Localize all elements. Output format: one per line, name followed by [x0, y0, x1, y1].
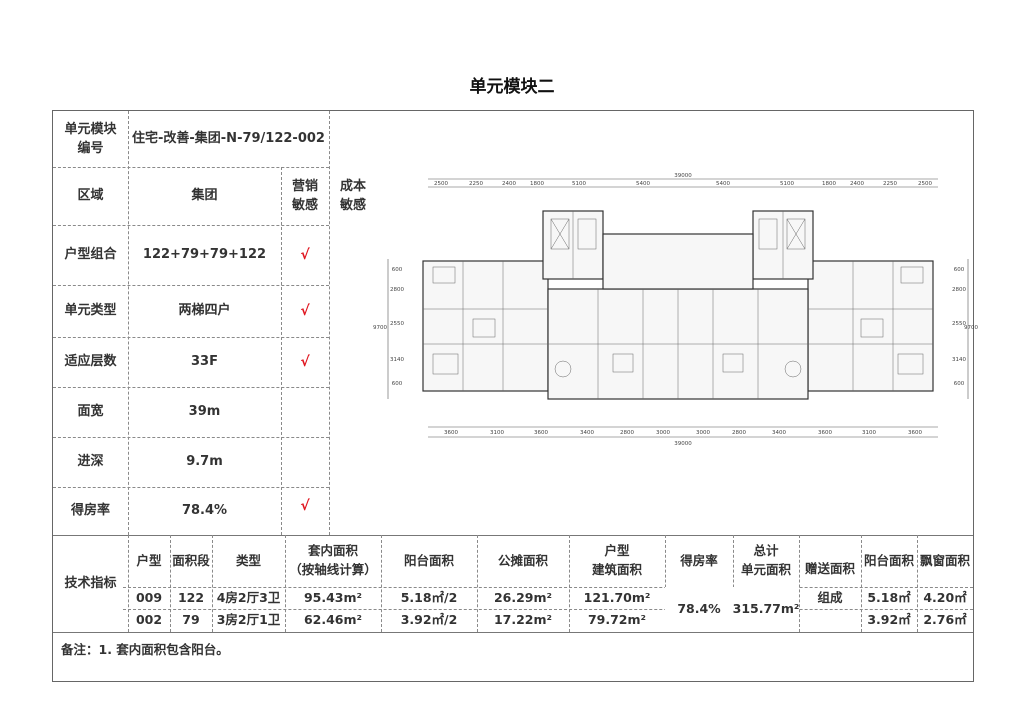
header-building-area: 户型 建筑面积 — [591, 543, 642, 577]
header-total: 总计 单元面积 — [740, 543, 791, 577]
header-gift-window: 飘窗面积 — [919, 552, 970, 568]
header-inner-area: 套内面积 （按轴线计算） — [289, 543, 377, 577]
row2-unit: 002 — [135, 612, 163, 628]
row2-building: 79.72m² — [587, 612, 647, 628]
svg-text:2500: 2500 — [434, 181, 448, 187]
cost-sensitive-header: 成本 敏感 — [339, 178, 366, 214]
row1-type: 4房2厅3卫 — [216, 589, 281, 605]
svg-text:600: 600 — [392, 267, 403, 273]
floor-plan-drawing: 39000 2500 2250 2400 1800 5100 5400 5400… — [373, 173, 978, 447]
svg-text:3600: 3600 — [534, 430, 548, 436]
row2-gift-window: 2.76㎡ — [923, 612, 967, 628]
row1-inner: 95.43m² — [303, 589, 363, 605]
width-value: 39m — [188, 404, 221, 420]
unit-type-label: 单元类型 — [64, 303, 117, 319]
header-balcony: 阳台面积 — [403, 552, 454, 568]
combo-value: 122+79+79+122 — [142, 247, 267, 263]
row2-gift-balcony: 3.92㎡ — [867, 612, 911, 628]
region-value: 集团 — [191, 188, 218, 204]
width-label: 面宽 — [77, 404, 104, 420]
row2-shared: 17.22m² — [493, 612, 553, 628]
svg-text:3400: 3400 — [580, 430, 594, 436]
unit-type-value: 两梯四户 — [178, 303, 231, 319]
svg-text:2250: 2250 — [883, 181, 897, 187]
svg-text:600: 600 — [392, 381, 403, 387]
depth-label: 进深 — [77, 454, 104, 470]
tech-label: 技术指标 — [64, 575, 117, 591]
svg-text:2800: 2800 — [732, 430, 746, 436]
marketing-sensitive-header: 营销 敏感 — [291, 178, 318, 214]
floors-label: 适应层数 — [64, 354, 117, 370]
svg-text:2800: 2800 — [620, 430, 634, 436]
svg-text:2500: 2500 — [918, 181, 932, 187]
svg-text:3600: 3600 — [818, 430, 832, 436]
code-label: 单元模块 编号 — [64, 121, 117, 157]
svg-text:600: 600 — [954, 381, 965, 387]
svg-text:600: 600 — [954, 267, 965, 273]
depth-value: 9.7m — [186, 454, 223, 470]
svg-text:9700: 9700 — [373, 325, 387, 331]
spec-sheet: 单元模块 编号 住宅-改善-集团-N-79/122-002 区域 集团 营销 敏… — [52, 110, 978, 682]
svg-text:3100: 3100 — [862, 430, 876, 436]
header-type: 类型 — [235, 552, 261, 568]
row2-balcony: 3.92㎡/2 — [400, 612, 458, 628]
header-area-range: 面积段 — [172, 552, 210, 568]
row1-area: 122 — [177, 589, 205, 605]
svg-text:2400: 2400 — [502, 181, 516, 187]
svg-text:2800: 2800 — [952, 287, 966, 293]
svg-text:2800: 2800 — [390, 287, 404, 293]
header-unit: 户型 — [136, 552, 162, 568]
svg-text:2550: 2550 — [952, 321, 966, 327]
svg-text:3000: 3000 — [696, 430, 710, 436]
efficiency-check: √ — [300, 497, 310, 514]
row1-building: 121.70m² — [583, 589, 651, 605]
code-value: 住宅-改善-集团-N-79/122-002 — [132, 131, 325, 147]
row2-area: 79 — [182, 612, 200, 628]
svg-text:3000: 3000 — [656, 430, 670, 436]
combo-check: √ — [300, 246, 310, 263]
svg-text:3140: 3140 — [952, 357, 966, 363]
header-efficiency: 得房率 — [680, 552, 718, 568]
bottom-total-dim: 39000 — [674, 441, 692, 447]
svg-text:3600: 3600 — [444, 430, 458, 436]
svg-text:2400: 2400 — [850, 181, 864, 187]
efficiency-label: 得房率 — [70, 503, 110, 519]
row2-inner: 62.46m² — [303, 612, 363, 628]
note-text: 备注：1. 套内面积包含阳台。 — [61, 642, 229, 657]
svg-text:3600: 3600 — [908, 430, 922, 436]
page-title: 单元模块二 — [469, 77, 555, 97]
region-label: 区域 — [77, 188, 104, 204]
svg-text:3400: 3400 — [772, 430, 786, 436]
header-gift: 赠送面积 组成 — [804, 560, 855, 605]
row1-gift-balcony: 5.18㎡ — [867, 589, 911, 605]
unit-type-check: √ — [300, 302, 310, 319]
svg-text:1800: 1800 — [530, 181, 544, 187]
row1-shared: 26.29m² — [493, 589, 553, 605]
row2-type: 3房2厅1卫 — [216, 612, 281, 628]
svg-text:5400: 5400 — [636, 181, 650, 187]
svg-text:2550: 2550 — [390, 321, 404, 327]
floors-check: √ — [300, 353, 310, 370]
svg-text:5400: 5400 — [716, 181, 730, 187]
total-efficiency: 78.4% — [665, 587, 733, 632]
header-shared: 公摊面积 — [497, 552, 548, 568]
combo-label: 户型组合 — [64, 247, 117, 263]
top-total-dim: 39000 — [674, 173, 692, 179]
svg-text:9700: 9700 — [964, 325, 978, 331]
efficiency-value: 78.4% — [181, 503, 228, 519]
floors-value: 33F — [191, 354, 218, 370]
svg-text:1800: 1800 — [822, 181, 836, 187]
row1-gift-window: 4.20㎡ — [923, 589, 967, 605]
svg-text:2250: 2250 — [469, 181, 483, 187]
svg-text:3100: 3100 — [490, 430, 504, 436]
total-unit-area: 315.77m² — [733, 587, 799, 632]
row1-balcony: 5.18㎡/2 — [400, 589, 458, 605]
svg-text:5100: 5100 — [780, 181, 794, 187]
row1-unit: 009 — [135, 589, 163, 605]
svg-text:3140: 3140 — [390, 357, 404, 363]
svg-text:5100: 5100 — [572, 181, 586, 187]
header-gift-balcony: 阳台面积 — [863, 552, 914, 568]
